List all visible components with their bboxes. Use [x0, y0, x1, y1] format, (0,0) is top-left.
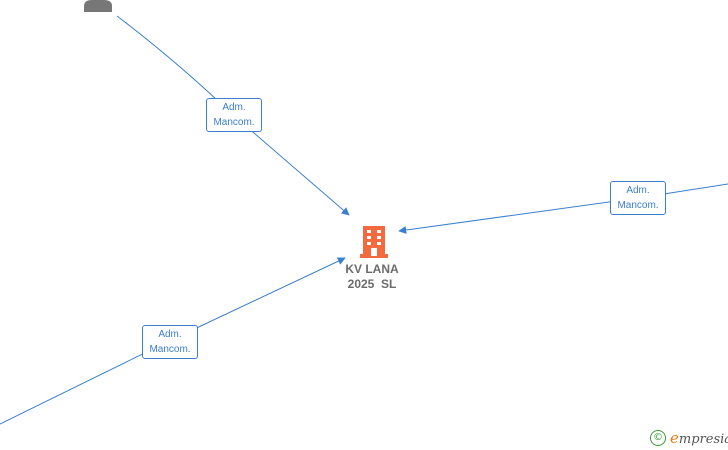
company-name[interactable]: KV LANA 2025 SL [332, 262, 412, 292]
edge-right [398, 183, 728, 234]
empresia-watermark: © empresia [650, 428, 728, 448]
brand-rest: mpresia [678, 432, 728, 447]
company-name-line2: 2025 SL [347, 277, 397, 291]
building-icon[interactable] [360, 224, 388, 258]
relation-type: Mancom. [617, 200, 659, 211]
relation-role: Adm. [158, 329, 182, 340]
relation-role: Adm. [222, 102, 246, 113]
relation-role: Adm. [626, 185, 650, 196]
company-name-line1: KV LANA [345, 262, 399, 276]
brand-initial: e [670, 429, 679, 447]
relation-type: Mancom. [213, 117, 255, 128]
copyright-icon: © [650, 430, 666, 446]
relation-type: Mancom. [149, 344, 191, 355]
relation-label-bottom-left[interactable]: Adm. Mancom. [142, 325, 198, 359]
relation-label-right[interactable]: Adm. Mancom. [610, 181, 666, 215]
relation-label-top-left[interactable]: Adm. Mancom. [206, 98, 262, 132]
person-icon[interactable] [82, 0, 114, 12]
